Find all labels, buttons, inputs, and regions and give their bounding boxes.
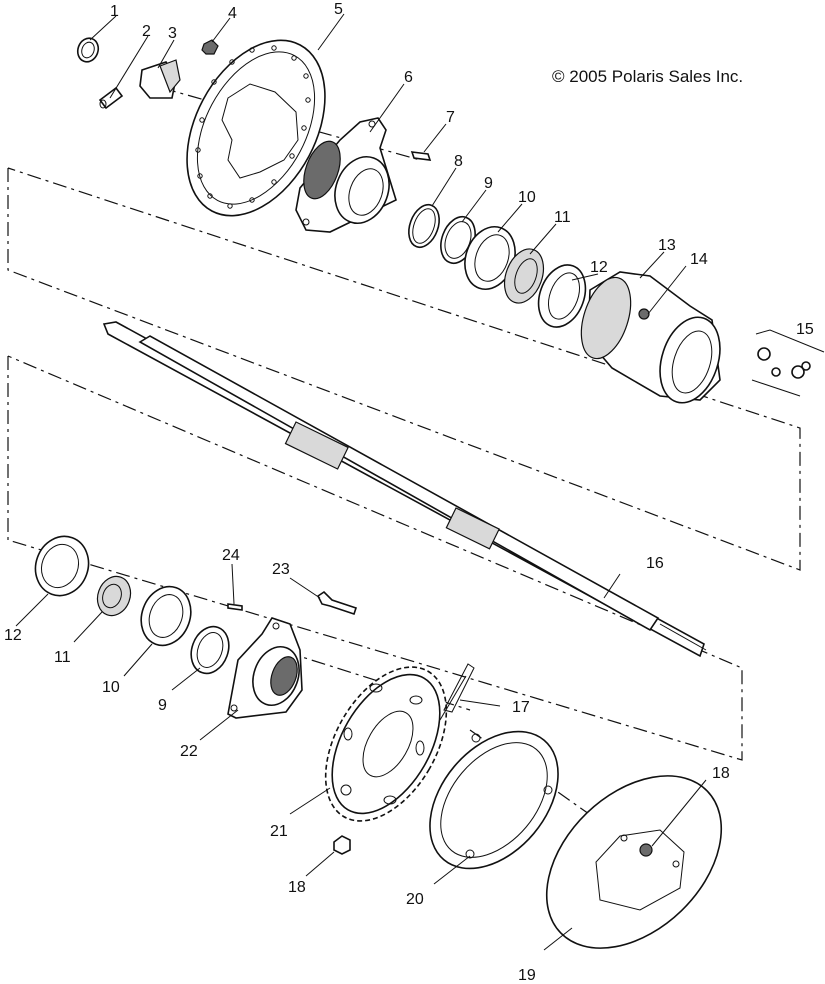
pin-part-24 xyxy=(227,603,243,611)
snap-ring-part-1 xyxy=(76,37,100,63)
fastener-set-part-15 xyxy=(751,329,825,397)
snap-ring-part-8 xyxy=(408,203,440,249)
nut-part-4 xyxy=(201,39,219,55)
callout-2: 2 xyxy=(142,23,151,40)
callout-1: 1 xyxy=(110,3,119,20)
callout-9: 9 xyxy=(484,175,493,192)
callout-18-lower: 18 xyxy=(288,879,306,896)
leader-lines xyxy=(15,13,707,951)
chain-guide-part-17 xyxy=(439,663,475,721)
callout-17: 17 xyxy=(512,699,530,716)
bolt-part-23 xyxy=(316,590,358,616)
callout-24: 24 xyxy=(222,547,240,564)
bolt-part-7 xyxy=(410,151,432,161)
bearing-part-11-lower xyxy=(96,575,132,617)
callout-3: 3 xyxy=(168,25,177,42)
sprocket-part-21 xyxy=(324,666,448,822)
callout-8: 8 xyxy=(454,153,463,170)
callout-6: 6 xyxy=(404,69,413,86)
callout-15: 15 xyxy=(796,321,814,338)
callout-16: 16 xyxy=(646,555,664,572)
pin-part-2 xyxy=(98,86,124,110)
seal-part-9-lower xyxy=(190,625,230,675)
callout-21: 21 xyxy=(270,823,288,840)
callout-12-lower: 12 xyxy=(4,627,22,644)
callout-12: 12 xyxy=(590,259,608,276)
bearing-cup-part-12 xyxy=(537,264,587,328)
bearing-cup-part-12-lower xyxy=(34,535,90,597)
brake-ring-part-20 xyxy=(429,730,559,870)
copyright-text: © 2005 Polaris Sales Inc. xyxy=(552,67,743,86)
callout-4: 4 xyxy=(228,5,237,22)
bearing-carrier-part-6 xyxy=(295,117,397,233)
callout-7: 7 xyxy=(446,109,455,126)
callout-10: 10 xyxy=(518,189,536,206)
callout-10-lower: 10 xyxy=(102,679,120,696)
callout-9-lower: 9 xyxy=(158,697,167,714)
callout-14: 14 xyxy=(690,251,708,268)
callout-labels: 1 2 3 4 5 6 7 8 9 10 11 12 13 14 15 16 1… xyxy=(4,1,814,984)
callout-20: 20 xyxy=(406,891,424,908)
bearing-carrier-part-22 xyxy=(227,617,303,719)
bearing-race-part-10-lower xyxy=(140,585,192,647)
callout-11: 11 xyxy=(554,209,571,226)
brake-disc-part-5 xyxy=(186,39,326,217)
hub-housing-part-13 xyxy=(580,271,721,404)
callout-22: 22 xyxy=(180,743,198,760)
nut-part-18-lower xyxy=(333,835,351,855)
callout-23: 23 xyxy=(272,561,290,578)
callout-5: 5 xyxy=(334,1,343,18)
caliper-part-3 xyxy=(139,59,181,99)
callout-11-lower: 11 xyxy=(54,649,71,666)
callout-18-upper: 18 xyxy=(712,765,730,782)
disc-plate-part-19 xyxy=(545,775,723,949)
callout-19: 19 xyxy=(518,967,536,984)
axle-shaft-part-16 xyxy=(102,321,707,658)
callout-13: 13 xyxy=(658,237,676,254)
